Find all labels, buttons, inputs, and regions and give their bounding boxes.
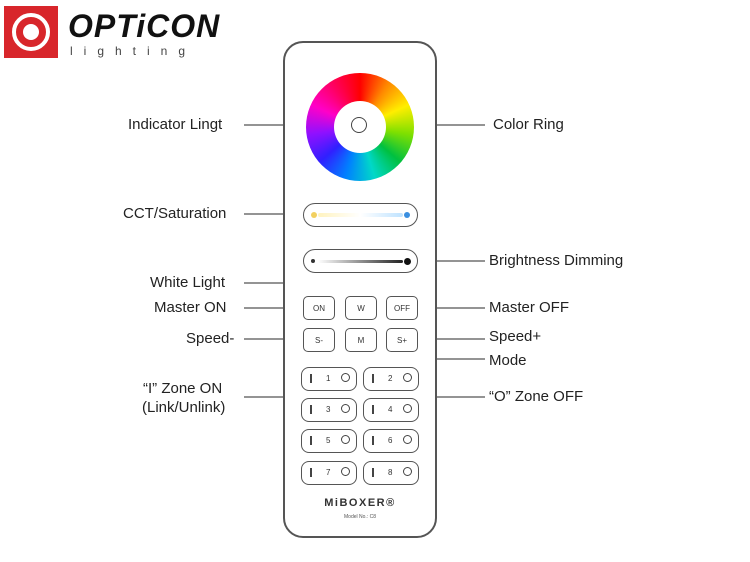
label-brightness-dimming: Brightness Dimming [489, 252, 624, 269]
zone-number: 2 [388, 374, 393, 383]
zone-number: 8 [388, 468, 393, 477]
zone-8-button[interactable]: 8 [363, 461, 419, 485]
zone-off-icon [403, 404, 412, 413]
zone-6-button[interactable]: 6 [363, 429, 419, 453]
zone-off-icon [403, 373, 412, 382]
zone-on-icon [310, 374, 312, 383]
zone-on-icon [372, 436, 374, 445]
label-indicator-light: Indicator Lingt [128, 116, 223, 133]
label-zone-on-link: (Link/Unlink) [142, 399, 226, 416]
logo-badge-icon [4, 6, 58, 58]
zone-off-icon [403, 435, 412, 444]
label-white-light: White Light [150, 274, 226, 291]
master-on-button[interactable]: ON [303, 296, 335, 320]
zone-on-icon [310, 468, 312, 477]
zone-on-icon [310, 436, 312, 445]
zone-off-icon [341, 373, 350, 382]
speed-plus-button[interactable]: S+ [386, 328, 418, 352]
speed-minus-button[interactable]: S- [303, 328, 335, 352]
zone-2-button[interactable]: 2 [363, 367, 419, 391]
zone-off-icon [341, 467, 350, 476]
zone-number: 7 [326, 468, 331, 477]
label-speed-minus: Speed- [186, 330, 235, 347]
remote-brand: MiBOXER® [324, 497, 396, 509]
zone-number: 4 [388, 405, 393, 414]
zone-on-icon [372, 405, 374, 414]
label-master-off: Master OFF [489, 299, 570, 316]
zone-number: 6 [388, 436, 393, 445]
zone-on-icon [310, 405, 312, 414]
zone-5-button[interactable]: 5 [301, 429, 357, 453]
zone-1-button[interactable]: 1 [301, 367, 357, 391]
zone-on-icon [372, 468, 374, 477]
zone-on-icon [372, 374, 374, 383]
label-color-ring: Color Ring [493, 116, 564, 133]
white-light-button[interactable]: W [345, 296, 377, 320]
label-master-on: Master ON [154, 299, 227, 316]
zone-number: 5 [326, 436, 331, 445]
remote-model-number: Model No.: C8 [344, 514, 376, 520]
zone-4-button[interactable]: 4 [363, 398, 419, 422]
brand-logo: OPTiCON lighting [4, 6, 244, 60]
cct-saturation-slider[interactable] [303, 203, 418, 227]
indicator-light [351, 117, 367, 133]
logo-wordmark: OPTiCON [68, 8, 221, 44]
master-off-button[interactable]: OFF [386, 296, 418, 320]
mode-button[interactable]: M [345, 328, 377, 352]
brightness-slider[interactable] [303, 249, 418, 273]
zone-7-button[interactable]: 7 [301, 461, 357, 485]
label-mode: Mode [489, 352, 527, 369]
label-zone-off: “O” Zone OFF [489, 388, 584, 405]
logo-subtitle: lighting [70, 44, 197, 58]
zone-number: 1 [326, 374, 331, 383]
zone-number: 3 [326, 405, 331, 414]
zone-off-icon [341, 435, 350, 444]
label-zone-on: “I” Zone ON [143, 380, 223, 397]
label-cct-saturation: CCT/Saturation [123, 205, 227, 222]
label-speed-plus: Speed+ [489, 328, 542, 345]
zone-3-button[interactable]: 3 [301, 398, 357, 422]
zone-off-icon [403, 467, 412, 476]
zone-off-icon [341, 404, 350, 413]
